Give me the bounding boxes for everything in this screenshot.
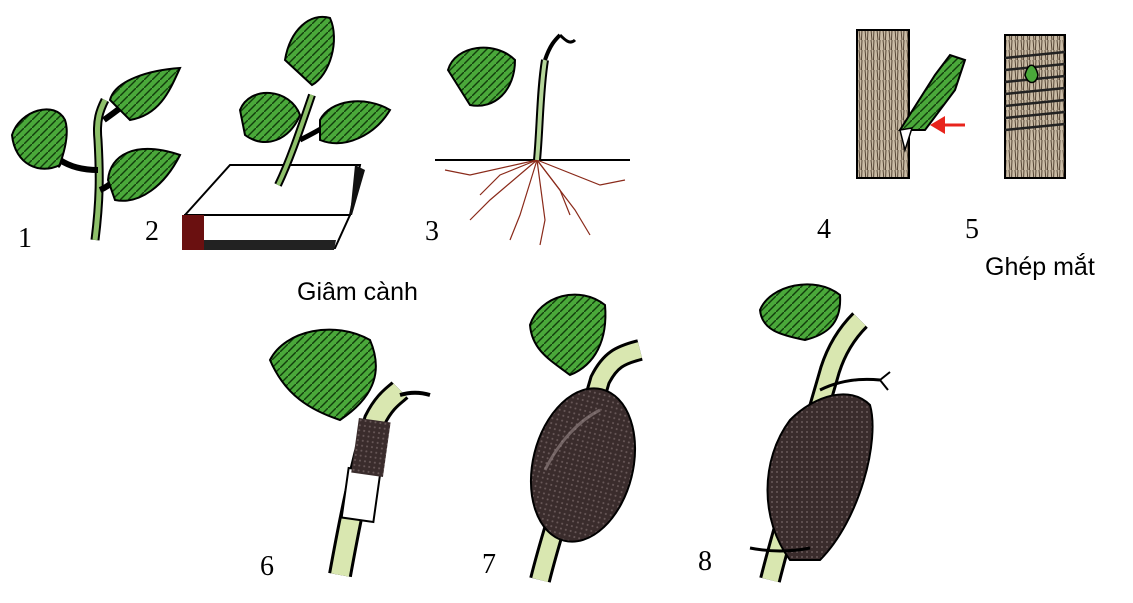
figure-number-6: 6: [260, 553, 274, 581]
red-arrow-icon: [930, 116, 965, 134]
figure-number-8: 8: [698, 548, 712, 576]
figure-6-layering: [270, 330, 430, 575]
figure-number-1: 1: [18, 225, 32, 253]
figure-number-4: 4: [817, 216, 831, 244]
caption-grafting: Ghép mắt: [985, 255, 1095, 280]
figure-3-rooted-cutting: [435, 35, 630, 245]
caption-cutting: Giâm cành: [297, 280, 418, 305]
figure-number-2: 2: [145, 218, 159, 246]
figure-4-bud-cut: [857, 30, 965, 178]
figure-number-3: 3: [425, 218, 439, 246]
figure-number-5: 5: [965, 216, 979, 244]
figure-5-wrapped-bud: [1005, 35, 1065, 178]
figure-number-7: 7: [482, 551, 496, 579]
figure-1-cutting: [12, 68, 180, 240]
figure-2-cutting-in-block: [182, 17, 390, 250]
figure-8-layering-wrapped: [750, 284, 890, 580]
figure-7-layering-moss: [516, 295, 651, 580]
